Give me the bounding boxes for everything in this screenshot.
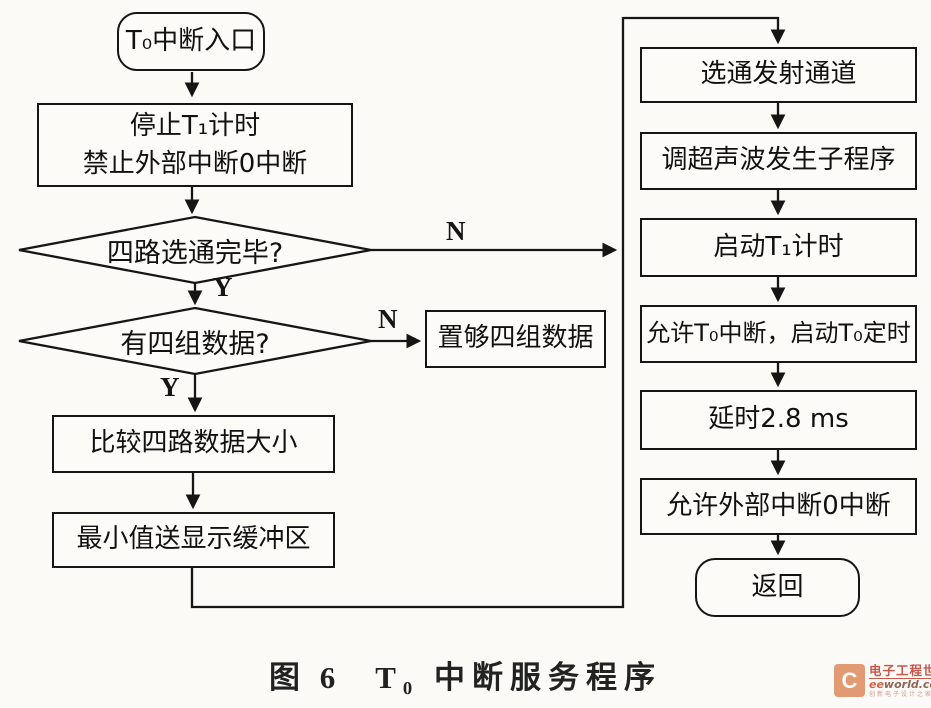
node-allow-ext0: 允许外部中断0中断	[640, 478, 917, 535]
watermark-site-name: 电子工程世界	[869, 664, 931, 680]
node-allow-t0: 允许T₀中断，启动T₀定时	[640, 305, 917, 363]
node-end: 返回	[695, 558, 860, 617]
figure-caption: 图 6 T₀ 中断服务程序	[0, 652, 931, 697]
watermark-site-url: eeworld.com.cn	[869, 679, 931, 691]
node-min-to-buffer: 最小值送显示缓冲区	[52, 512, 335, 568]
decision-gating-diamond	[18, 215, 372, 285]
node-start: T₀中断入口	[117, 12, 265, 71]
watermark-url-rest: world.com.cn	[883, 678, 931, 692]
decision-data-label: 有四组数据?	[120, 328, 270, 360]
watermark-url-prefix: ee	[869, 678, 884, 692]
decision-gating-label: 四路选通完毕?	[106, 237, 284, 269]
eeworld-logo-icon: C	[834, 664, 865, 697]
label-yes-1: Y	[213, 272, 233, 302]
node-start-t1: 启动T₁计时	[640, 218, 917, 277]
decision-data-diamond	[18, 306, 372, 376]
node-set-four-groups: 置够四组数据	[425, 310, 606, 368]
watermark-slogan: 创新电子设计之家	[869, 690, 931, 698]
node-delay: 延时2.8 ms	[640, 390, 917, 450]
node-stop-t1-line1: 停止T₁计时	[129, 111, 261, 141]
label-no-2: N	[378, 304, 398, 334]
node-stop-t1-line2: 禁止外部中断0中断	[82, 149, 308, 179]
node-select-channel: 选通发射通道	[640, 47, 917, 103]
figure-title: T₀ 中断服务程序	[375, 660, 662, 695]
figure-number: 图 6	[269, 660, 342, 695]
eeworld-watermark: C 电子工程世界 eeworld.com.cn 创新电子设计之家	[834, 664, 931, 698]
node-call-subroutine: 调超声波发生子程序	[640, 132, 917, 190]
node-stop-t1: 停止T₁计时 禁止外部中断0中断	[37, 103, 353, 187]
label-no-1: N	[446, 216, 466, 246]
node-compare: 比较四路数据大小	[52, 415, 335, 473]
edge-loop-to-select	[190, 16, 786, 609]
label-yes-2: Y	[160, 372, 180, 402]
